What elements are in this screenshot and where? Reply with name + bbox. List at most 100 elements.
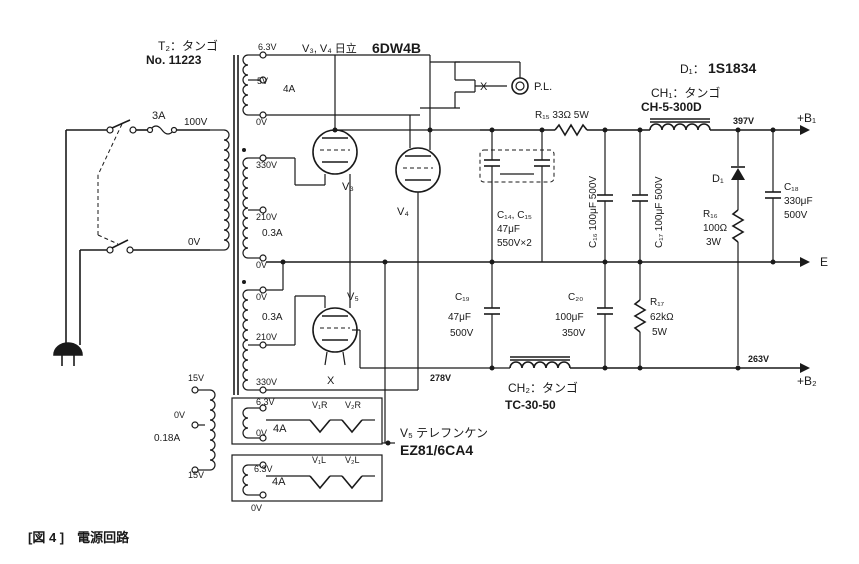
c20-val2: 350V [562,328,586,339]
e-label: E [820,255,828,269]
c17-label: C₁₇ 100μF 500V [654,176,665,248]
label-v1r: V₁R [312,400,328,410]
label-100v: 100V [184,117,208,128]
winding-15v: 15V 0V 0.18A 15V [154,373,216,480]
tubes-v34-type: 6DW4B [372,40,421,56]
label-15v-top: 15V [188,373,204,383]
v34-wiring [266,54,480,391]
label-4a-top: 4A [283,84,296,95]
transformer-model: No. 11223 [146,53,202,67]
heater-winding-1: 6.3V 0V 4A [242,397,287,442]
label-0v-mid: 0V [174,410,185,420]
diode-d1: D₁ [712,130,745,210]
ch1-name: CH₁：タンゴ [651,85,720,100]
label-330v: 330V [256,160,277,170]
r17-val2: 5W [652,327,668,338]
b2-voltage: 263V [748,354,769,364]
diode-type: 1S1834 [708,60,756,76]
tubes-v34-label: V₃, V₄ 日立 [302,41,357,55]
label-4a-h2: 4A [272,476,286,488]
cap-c18: C₁₈ 330μF 500V [765,130,813,262]
heater-winding-2: 6.3V 4A 0V [242,461,286,513]
c16-label: C₁₆ 100μF 500V [588,176,599,248]
label-0v-h1: 0V [256,428,267,438]
r15-label: R₁₅ 33Ω 5W [535,110,589,121]
label-0v-hv2: 0V [256,292,267,302]
b2-label: +B₂ [797,374,817,388]
label-0v-top: 0V [256,117,267,127]
label-6-3v-h1: 6.3V [256,397,275,407]
r17-label: R₁₇ [650,297,665,308]
pilot-lamp: X P.L. [420,61,552,109]
c18-label: C₁₈ [784,182,799,193]
r16-label: R₁₆ [703,209,718,220]
label-0v-h2: 0V [251,503,262,513]
c20-val1: 100μF [555,312,584,323]
label-330v-b: 330V [256,377,277,387]
cap-c19: C₁₉ 47μF 500V [448,262,500,368]
pilot-label: P.L. [534,81,552,93]
fuse-rating: 3A [152,110,166,122]
r16-val2: 3W [706,237,722,248]
label-v2l: V₂L [345,455,360,465]
filament-winding-top: 6.3V 5V 4A 0V [242,42,296,127]
c19-val2: 500V [450,328,474,339]
cap-c16: C₁₆ 100μF 500V [588,130,613,262]
heater-box-2 [231,454,383,502]
resistor-r17: R₁₇ 62kΩ 5W [633,262,674,368]
label-0v-hv: 0V [256,260,267,270]
label-210v: 210V [256,212,277,222]
figure-caption: [図 4 ] 電源回路 [28,530,130,545]
ch2-name: CH₂：タンゴ [508,380,578,395]
rectifier-brand: V₅ テレフンケン [400,426,488,440]
c18-val1: 330μF [784,196,813,207]
label-6-3v-top: 6.3V [258,42,277,52]
tube-v5: V₅ X [266,205,510,387]
rectifier-type: EZ81/6CA4 [400,442,473,458]
label-210v-b: 210V [256,332,277,342]
primary-winding: 100V 0V [184,117,230,251]
label-0-3a-b: 0.3A [262,312,283,323]
label-v1l: V₁L [312,455,326,465]
r16-val1: 100Ω [703,223,728,234]
transformer-core [233,55,239,395]
label-0-3a: 0.3A [262,228,283,239]
label-15v-bot: 15V [188,470,204,480]
cap-c17: C₁₇ 100μF 500V [632,130,665,262]
diode-name: D₁： [680,62,705,76]
transformer-label: T₂：タンゴ No. 11223 [146,38,218,67]
cap-c20: C₂₀ 100μF 350V [555,262,613,368]
tube-v4-label: V₄ [397,206,409,218]
pilot-x: X [480,81,488,93]
label-4a-h1: 4A [273,423,287,435]
label-6-3v-h2: 6.3V [254,464,273,474]
tube-v5-label: V₅ [347,291,359,303]
resistor-r16: R₁₆ 100Ω 3W [703,209,745,365]
b1-voltage: 397V [733,116,754,126]
heater-symbols: V₁R V₂R V₁L V₂L [266,400,375,490]
ch1-model: CH-5-300D [641,100,702,114]
c14-c15-val1: 47μF [497,224,520,235]
c19-val1: 47μF [448,312,471,323]
label-0-18a: 0.18A [154,433,180,444]
label-0v-primary: 0V [188,237,201,248]
label-v2r: V₂R [345,400,361,410]
mains-input: 3A [53,110,210,366]
heater-box-1 [231,397,383,445]
hv-winding-2: 0V 0.3A 210V 330V [242,280,283,394]
b1-label: +B₁ [797,111,816,125]
voltage-278v: 278V [430,373,451,383]
c18-val2: 500V [784,210,808,221]
c20-label: C₂₀ [568,292,583,303]
c14-c15-val2: 550V×2 [497,238,532,249]
v5-heater-x: X [327,375,335,387]
transformer-name: T₂：タンゴ [158,38,218,53]
b1-rail: R₁₅ 33Ω 5W CH₁：タンゴ CH-5-300D 397V +B₁ D₁… [480,60,816,137]
label-5v: 5V [257,76,268,86]
cap-c14-c15: C₁₄, C₁₅ 47μF 550V×2 [479,127,555,262]
diode-ref: D₁ [712,173,724,185]
c14-c15-label: C₁₄, C₁₅ [497,210,532,221]
hv-winding-1: 330V 210V 0.3A 0V [242,148,283,270]
c19-label: C₁₉ [455,292,470,303]
